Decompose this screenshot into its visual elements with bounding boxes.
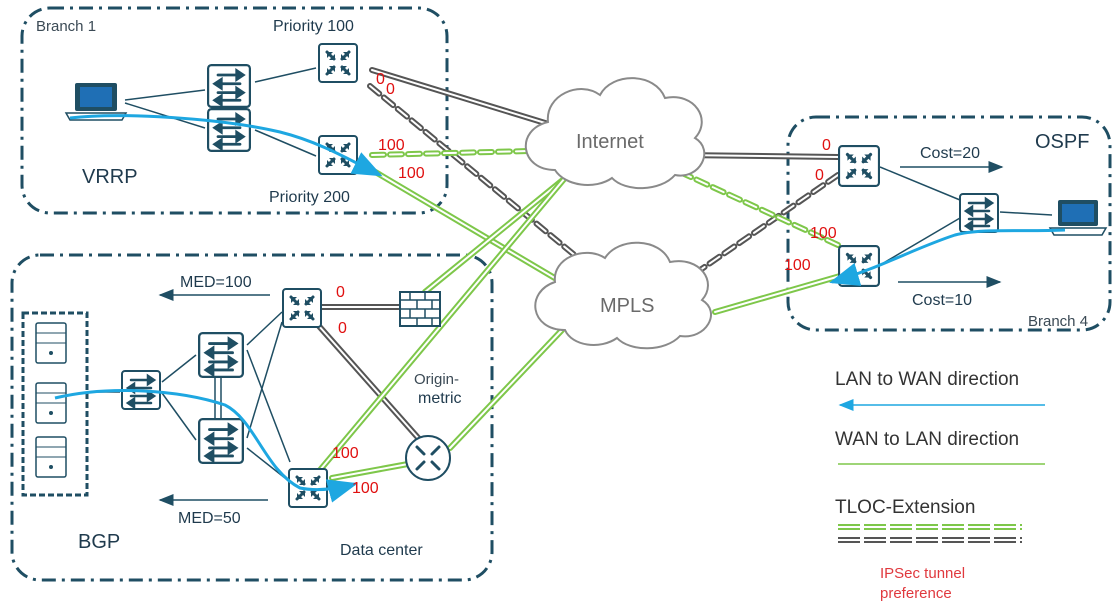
dc-firewall-icon: [399, 291, 441, 327]
datacenter-zone: [10, 253, 494, 582]
mpls-label: MPLS: [600, 295, 654, 317]
pref-dc-top-a: 0: [336, 284, 345, 301]
med-arrows: [158, 161, 1004, 506]
pref-dc-bot-a: 100: [332, 445, 359, 462]
legend-tloc-lines: [838, 524, 1022, 543]
dc-med-bottom: MED=50: [178, 510, 241, 527]
branch4-router-top-icon: [838, 145, 880, 187]
branch1-zone: [20, 6, 449, 215]
lan-to-wan-flows: [54, 114, 1066, 503]
branch1-switch-bottom-icon: [206, 108, 252, 152]
branch1-router-top-icon: [318, 43, 358, 83]
pref-b4-top-a: 0: [822, 137, 831, 154]
branch4-protocol: OSPF: [1035, 131, 1089, 153]
pref-dc-top-b: 0: [338, 320, 347, 337]
pref-b1-bot-b: 100: [398, 165, 425, 182]
branch1-name: Branch 1: [36, 18, 96, 35]
pref-b4-top-b: 0: [815, 167, 824, 184]
branch4-laptop-icon: [1048, 200, 1108, 236]
legend-lan-to-wan-label: LAN to WAN direction: [835, 369, 1019, 390]
transport-links: [315, 67, 841, 443]
legend: LAN to WAN direction WAN to LAN directio…: [835, 369, 1045, 602]
branch4-switch-icon: [958, 193, 1000, 233]
pref-b4-bot-b: 100: [784, 257, 811, 274]
pref-b1-top-a: 0: [376, 71, 385, 88]
pref-b1-bot-a: 100: [378, 137, 405, 154]
mpls-cloud: MPLS: [534, 241, 712, 350]
legend-ipsec-line1: IPSec tunnel: [880, 565, 965, 582]
pref-b1-top-b: 0: [386, 81, 395, 98]
branch1-priority-bottom: Priority 200: [269, 189, 350, 206]
lan-links: [95, 67, 1053, 479]
preference-values: 0 0 100 100 0 0 100 100 0 0 100 100: [332, 71, 837, 497]
server-rack-icon: [21, 311, 89, 497]
dc-protocol: BGP: [78, 531, 120, 553]
internet-cloud: Internet: [524, 77, 706, 190]
branch4-cost-bottom: Cost=10: [912, 292, 972, 309]
dc-switch-bottom-icon: [197, 418, 245, 464]
internet-label: Internet: [576, 131, 644, 153]
pref-dc-bot-b: 100: [352, 480, 379, 497]
dc-switch-top-icon: [197, 332, 245, 378]
branch1-priority-top: Priority 100: [273, 18, 354, 35]
branch1-protocol: VRRP: [82, 166, 138, 188]
branch4-name: Branch 4: [1028, 313, 1088, 330]
dc-med-top: MED=100: [180, 274, 252, 291]
legend-ipsec-line2: preference: [880, 585, 952, 602]
branch1-switch-top-icon: [206, 64, 252, 108]
dc-name: Data center: [340, 542, 423, 559]
dc-router-top-icon: [282, 288, 322, 328]
dc-origin-router-icon: [405, 435, 451, 481]
branch4-router-bottom-icon: [838, 245, 880, 287]
dc-origin-line2: metric: [418, 390, 462, 407]
legend-wan-to-lan-label: WAN to LAN direction: [835, 429, 1019, 450]
pref-b4-bot-a: 100: [810, 225, 837, 242]
dc-origin-line1: Origin-: [414, 371, 459, 388]
branch4-cost-top: Cost=20: [920, 145, 980, 162]
legend-tloc-label: TLOC-Extension: [835, 497, 975, 518]
